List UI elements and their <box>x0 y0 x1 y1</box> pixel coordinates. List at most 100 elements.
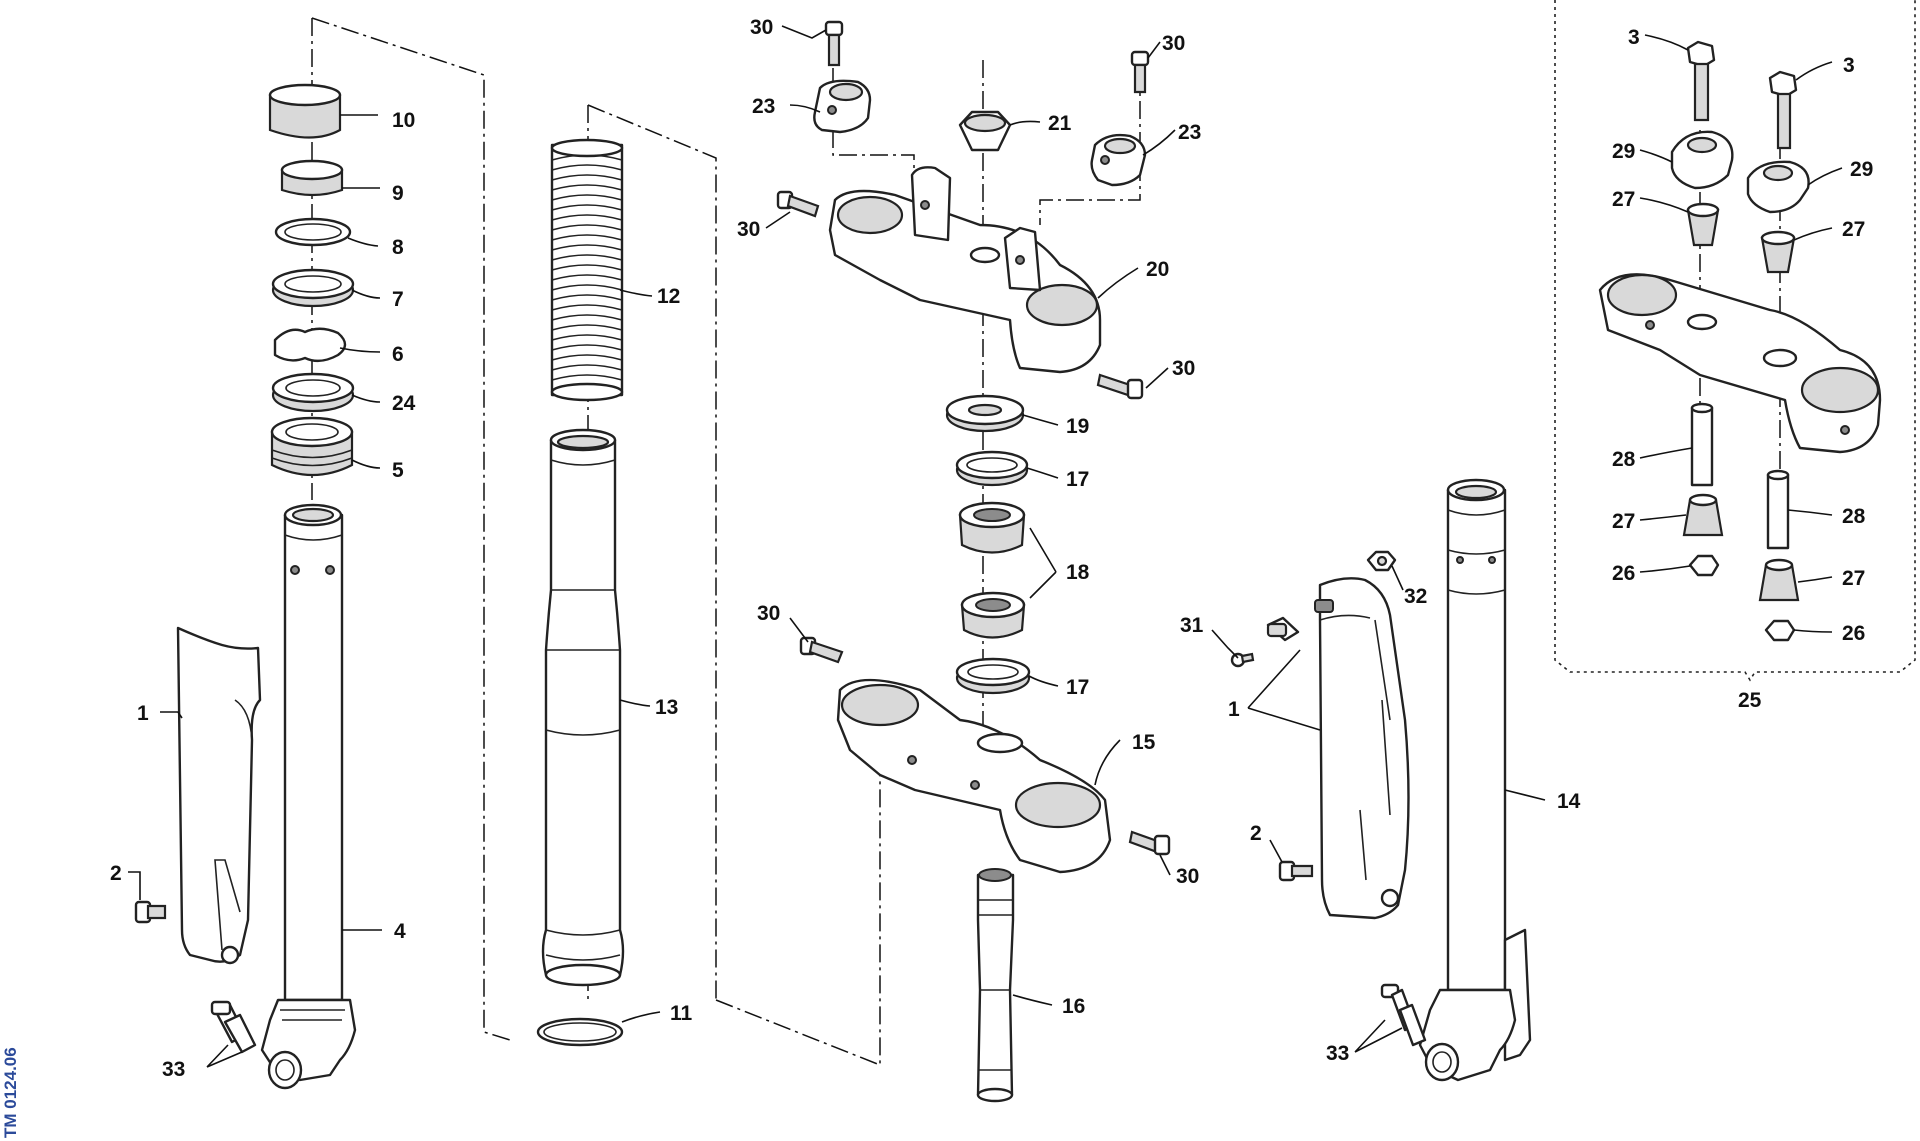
callout-26-right: 26 <box>1842 622 1865 645</box>
part-27-bushing-b <box>1760 230 1796 274</box>
callout-12: 12 <box>657 285 680 308</box>
part-15-lower-triple-clamp <box>836 678 1112 874</box>
callout-10: 10 <box>392 109 415 132</box>
part-5-dust-seal <box>270 416 354 477</box>
part-17-bearing-race-lower <box>955 657 1031 695</box>
part-32-nut <box>1366 550 1397 572</box>
part-1-fork-guard-right <box>1314 577 1410 920</box>
part-27-bushing-d <box>1758 558 1800 602</box>
part-23-clamp-right <box>1090 133 1147 187</box>
callout-24: 24 <box>392 392 416 415</box>
callout-1-right: 1 <box>1228 698 1240 721</box>
part-28-spacer-b <box>1766 469 1790 550</box>
left-fork-stack <box>134 83 357 1090</box>
part-3-bolt-a <box>1686 40 1716 122</box>
callout-17-lower: 17 <box>1066 676 1089 699</box>
part-31-screw <box>1230 652 1255 668</box>
part-14-fork-leg-right <box>1418 478 1532 1082</box>
callout-30-left-lower: 30 <box>757 602 780 625</box>
callout-30-left-upper: 30 <box>737 218 760 241</box>
callout-11: 11 <box>670 1002 693 1025</box>
part-30-bolt-left-lower <box>799 636 844 664</box>
part-13-inner-tube <box>541 428 625 987</box>
part-18-bearing-lower <box>960 591 1026 639</box>
callout-28-left: 28 <box>1612 448 1636 471</box>
part-6-clip <box>273 327 347 363</box>
part-7-washer <box>271 268 355 308</box>
callout-31: 31 <box>1180 614 1204 637</box>
callout-23-left: 23 <box>752 95 775 118</box>
part-24-seal <box>271 372 355 413</box>
right-fork-leg <box>1230 478 1532 1082</box>
part-30-bolt-right-upper <box>1096 373 1144 400</box>
part-3-bolt-b <box>1768 70 1798 150</box>
part-26-nut-b <box>1764 619 1796 642</box>
part-4-outer-tube <box>260 503 357 1090</box>
callout-27-a: 27 <box>1612 188 1635 211</box>
callout-29-left: 29 <box>1612 140 1635 163</box>
part-27-bushing-c <box>1682 493 1724 537</box>
callout-27-b: 27 <box>1842 218 1865 241</box>
steering-assembly <box>776 20 1171 1103</box>
callout-29-right: 29 <box>1850 158 1873 181</box>
part-30-bolt-top-a <box>824 20 844 67</box>
callout-27-c: 27 <box>1612 510 1635 533</box>
part-21-steering-nut <box>958 110 1012 152</box>
callout-14: 14 <box>1557 790 1581 813</box>
callout-23-right: 23 <box>1178 121 1201 144</box>
part-20-upper-triple-clamp <box>828 166 1102 374</box>
part-30-bolt-top-b <box>1130 50 1150 94</box>
callout-1-left: 1 <box>137 702 149 725</box>
callout-17-upper: 17 <box>1066 468 1089 491</box>
callout-33-right: 33 <box>1326 1042 1349 1065</box>
part-30-bolt-left-upper <box>776 190 820 218</box>
callout-4: 4 <box>394 920 406 943</box>
part-27-bushing-a <box>1686 202 1720 247</box>
callout-28-right: 28 <box>1842 505 1866 528</box>
part-1-fork-guard-left <box>176 626 262 965</box>
part-33-bolts-left <box>210 1000 257 1054</box>
callout-32: 32 <box>1404 585 1427 608</box>
part-26-nut-a <box>1688 554 1720 577</box>
callout-33-left: 33 <box>162 1058 185 1081</box>
callout-7: 7 <box>392 288 404 311</box>
part-11-ring <box>536 1017 624 1047</box>
callout-2-right: 2 <box>1250 822 1262 845</box>
part-9-bushing <box>280 159 344 197</box>
callout-16: 16 <box>1062 995 1085 1018</box>
callout-30-top-right: 30 <box>1162 32 1185 55</box>
part-23-clamp-left <box>813 79 872 134</box>
callout-30-right-lower: 30 <box>1176 865 1199 888</box>
callout-8: 8 <box>392 236 404 259</box>
part-25-triple-clamp <box>1598 273 1882 454</box>
leader-lines <box>128 25 1843 1068</box>
part-10-bushing <box>268 83 342 139</box>
callout-9: 9 <box>392 182 404 205</box>
part-12-spring <box>550 138 624 402</box>
callout-5: 5 <box>392 459 404 482</box>
part-19-washer <box>945 394 1025 433</box>
part-17-bearing-race-upper <box>955 450 1029 487</box>
callout-25: 25 <box>1738 689 1762 712</box>
part-8-ring <box>274 217 352 247</box>
part-18-bearing-upper <box>958 501 1026 554</box>
callout-2-left: 2 <box>110 862 122 885</box>
callout-20: 20 <box>1146 258 1169 281</box>
part-2-bolt-left <box>134 900 167 924</box>
spring-and-tube <box>536 138 625 1047</box>
callout-18: 18 <box>1066 561 1090 584</box>
part-29-clamp-b <box>1746 160 1810 214</box>
part-33-bolts-right <box>1380 983 1427 1047</box>
part-30-bolt-right-lower <box>1128 830 1171 856</box>
callout-30-top-left: 30 <box>750 16 773 39</box>
callout-13: 13 <box>655 696 678 719</box>
callout-labels: 10 9 8 7 6 24 5 4 1 2 33 12 13 11 30 23 … <box>110 16 1873 1081</box>
callout-15: 15 <box>1132 731 1156 754</box>
part-31-clip <box>1266 616 1300 642</box>
callout-30-right-upper: 30 <box>1172 357 1195 380</box>
part-16-steering-stem <box>976 868 1015 1103</box>
part-2-bolt-right <box>1278 860 1314 882</box>
callout-26-left: 26 <box>1612 562 1635 585</box>
alt-triple-clamp-kit <box>1598 40 1882 642</box>
